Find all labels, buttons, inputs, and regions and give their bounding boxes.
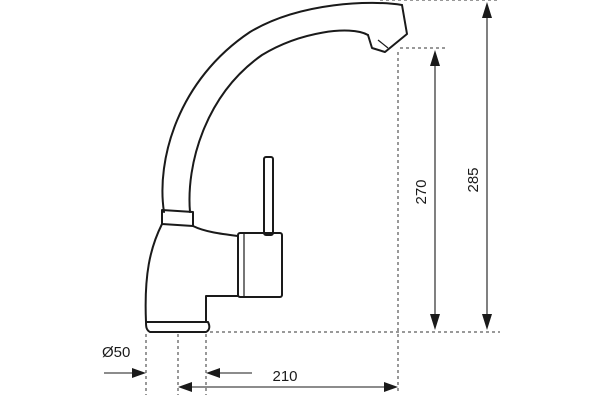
- spout-tip: [367, 4, 408, 53]
- swivel-collar: [161, 209, 194, 227]
- arrow-d50-left: [132, 368, 146, 378]
- body-housing: [144, 223, 239, 323]
- arrow-270-top: [430, 50, 440, 66]
- arrow-d50-right: [206, 368, 220, 378]
- spout-inner-edge: [188, 29, 369, 213]
- aerator: [377, 39, 389, 49]
- dim-label-210: 210: [272, 368, 297, 385]
- arrow-210-left: [178, 382, 192, 392]
- dimension-base-diameter: Ø50: [102, 344, 252, 378]
- arrow-210-right: [384, 382, 398, 392]
- arrow-270-bottom: [430, 314, 440, 330]
- arrow-285-bottom: [482, 314, 492, 330]
- spout-outer-edge: [161, 1, 403, 213]
- faucet-outline: [144, 1, 408, 333]
- body-top-edge: [192, 225, 239, 237]
- extension-lines: [145, 0, 500, 395]
- lever-handle: [263, 156, 274, 236]
- mixer-cartridge: [237, 232, 283, 298]
- dim-label-285: 285: [465, 167, 482, 192]
- dimension-reach: 210: [178, 368, 398, 392]
- dimension-spout-height: 270: [413, 50, 440, 330]
- dim-label-270: 270: [413, 179, 430, 204]
- dim-label-d50: Ø50: [102, 344, 130, 361]
- base-ring: [145, 321, 211, 333]
- dimension-total-height: 285: [465, 2, 492, 330]
- arrow-285-top: [482, 2, 492, 18]
